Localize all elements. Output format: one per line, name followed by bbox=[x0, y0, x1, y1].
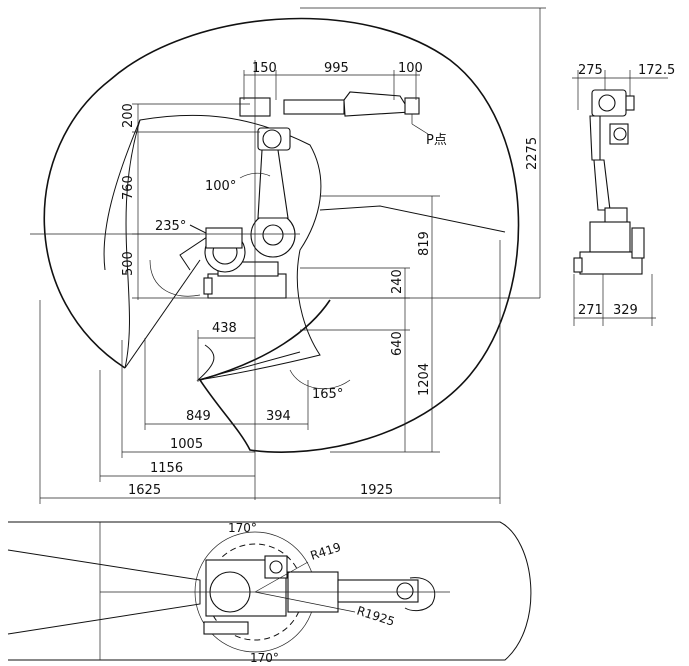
dim-1005: 1005 bbox=[170, 437, 203, 452]
front-view: 275 172.5 271 329 bbox=[572, 63, 675, 326]
angle-100: 100° bbox=[205, 179, 236, 194]
robot-side bbox=[203, 91, 420, 299]
p-point-label: P点 bbox=[426, 133, 447, 148]
dim-2275: 2275 bbox=[525, 137, 540, 170]
dim-819: 819 bbox=[417, 231, 432, 256]
dim-1204: 1204 bbox=[417, 363, 432, 396]
angle-235: 235° bbox=[155, 219, 186, 234]
dim-1625: 1625 bbox=[128, 483, 161, 498]
dim-849: 849 bbox=[186, 409, 211, 424]
dim-1925: 1925 bbox=[360, 483, 393, 498]
dim-438: 438 bbox=[212, 321, 237, 336]
dim-394: 394 bbox=[266, 409, 291, 424]
dim-200: 200 bbox=[121, 103, 136, 128]
dim-995: 995 bbox=[324, 61, 349, 76]
dim-172-5: 172.5 bbox=[638, 63, 675, 78]
dim-329: 329 bbox=[613, 303, 638, 318]
radius-r419: R419 bbox=[309, 540, 343, 563]
side-view: 150 995 100 200 760 500 100° 235° 165° P… bbox=[30, 7, 546, 504]
dim-240: 240 bbox=[390, 269, 405, 294]
dim-275: 275 bbox=[578, 63, 603, 78]
angle-bottom-170: 170° bbox=[250, 651, 279, 665]
radius-r1925: R1925 bbox=[355, 604, 396, 629]
envelope-inner bbox=[124, 114, 322, 381]
dim-100: 100 bbox=[398, 61, 423, 76]
angle-top-170: 170° bbox=[228, 521, 257, 535]
dim-500: 500 bbox=[121, 251, 136, 276]
dim-271: 271 bbox=[578, 303, 603, 318]
envelope-outer bbox=[43, 17, 520, 453]
dim-760: 760 bbox=[121, 175, 136, 200]
dim-150: 150 bbox=[252, 61, 277, 76]
angle-165: 165° bbox=[312, 387, 343, 402]
dim-1156: 1156 bbox=[150, 461, 183, 476]
robot-front bbox=[573, 89, 645, 275]
dim-640: 640 bbox=[390, 331, 405, 356]
top-view: 170° 170° R419 R1925 bbox=[7, 521, 532, 665]
